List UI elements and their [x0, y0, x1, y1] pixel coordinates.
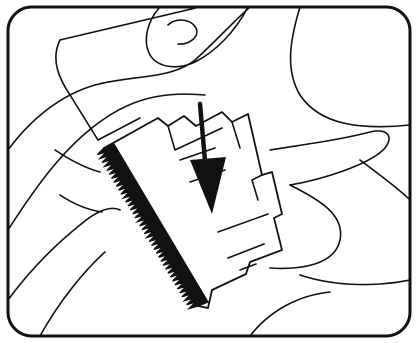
right-finger-2	[269, 184, 342, 270]
right-finger	[269, 130, 390, 186]
blade-teeth	[96, 143, 209, 310]
trimmer-housing-edge	[97, 117, 141, 141]
palm-outline	[8, 7, 251, 151]
frame-border	[6, 5, 412, 338]
right-knuckle	[359, 159, 410, 201]
right-finger-3	[299, 274, 410, 286]
finger-lower	[8, 207, 121, 301]
finger-lower-2	[39, 251, 106, 336]
thumb-outline	[145, 7, 249, 68]
blade-slot-4	[217, 213, 269, 233]
blade-slot-5	[227, 243, 265, 259]
right-hand-outline	[289, 7, 410, 128]
blade-frame	[103, 111, 283, 309]
blade-slot-2	[231, 121, 241, 149]
trimmer-housing-left	[55, 39, 99, 141]
thumb-nail	[167, 19, 198, 45]
blade-slot-6	[239, 263, 257, 271]
down-arrow-icon	[190, 101, 226, 214]
blade-slot-3	[251, 174, 263, 201]
finger-crease	[54, 149, 101, 173]
right-finger-4	[249, 291, 331, 336]
blade-slot-1	[167, 125, 223, 151]
trimmer-housing	[59, 7, 201, 41]
blade-teeth-path	[96, 143, 209, 310]
blade-line-a	[179, 147, 216, 161]
finger-crease-2	[59, 194, 103, 213]
finger-index	[8, 93, 206, 231]
